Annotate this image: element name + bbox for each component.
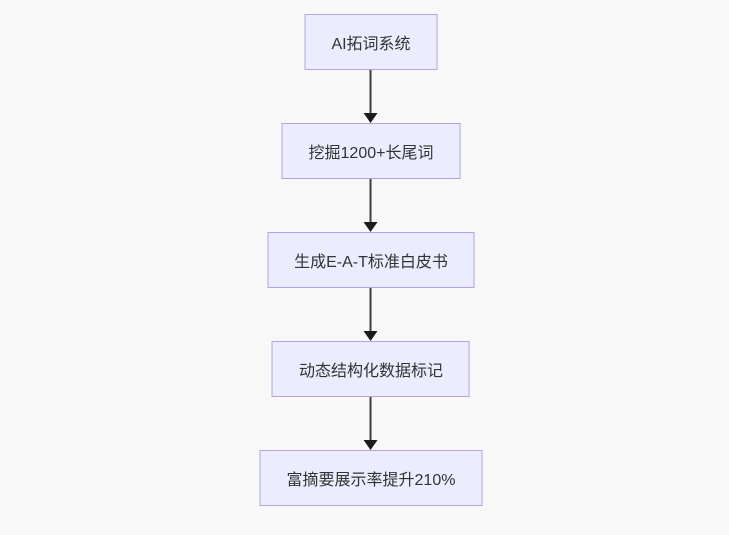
arrow-line bbox=[370, 288, 372, 332]
node-label: 挖掘1200+长尾词 bbox=[308, 145, 434, 162]
flowchart-node-structured-data-markup: 动态结构化数据标记 bbox=[271, 341, 470, 397]
flow-arrow-4 bbox=[364, 397, 378, 450]
flowchart-node-ai-keyword-system: AI拓词系统 bbox=[304, 14, 438, 70]
flowchart-node-longtail-mining: 挖掘1200+长尾词 bbox=[281, 123, 461, 179]
arrowhead-down-icon bbox=[364, 222, 378, 232]
node-label: 生成E-A-T标准白皮书 bbox=[294, 254, 448, 271]
arrow-line bbox=[370, 70, 372, 114]
node-label: AI拓词系统 bbox=[331, 36, 411, 53]
flow-arrow-3 bbox=[364, 288, 378, 341]
arrowhead-down-icon bbox=[364, 440, 378, 450]
arrowhead-down-icon bbox=[364, 113, 378, 123]
arrow-line bbox=[370, 179, 372, 223]
node-label: 动态结构化数据标记 bbox=[298, 363, 443, 380]
flowchart-node-rich-snippet-uplift: 富摘要展示率提升210% bbox=[259, 450, 483, 506]
arrowhead-down-icon bbox=[364, 331, 378, 341]
flowchart-node-eat-whitepaper: 生成E-A-T标准白皮书 bbox=[267, 232, 475, 288]
flow-arrow-1 bbox=[364, 70, 378, 123]
flowchart-column: AI拓词系统 挖掘1200+长尾词 生成E-A-T标准白皮书 动态结构化数据标记 bbox=[259, 14, 483, 506]
arrow-line bbox=[370, 397, 372, 441]
flow-arrow-2 bbox=[364, 179, 378, 232]
node-label: 富摘要展示率提升210% bbox=[286, 472, 456, 489]
